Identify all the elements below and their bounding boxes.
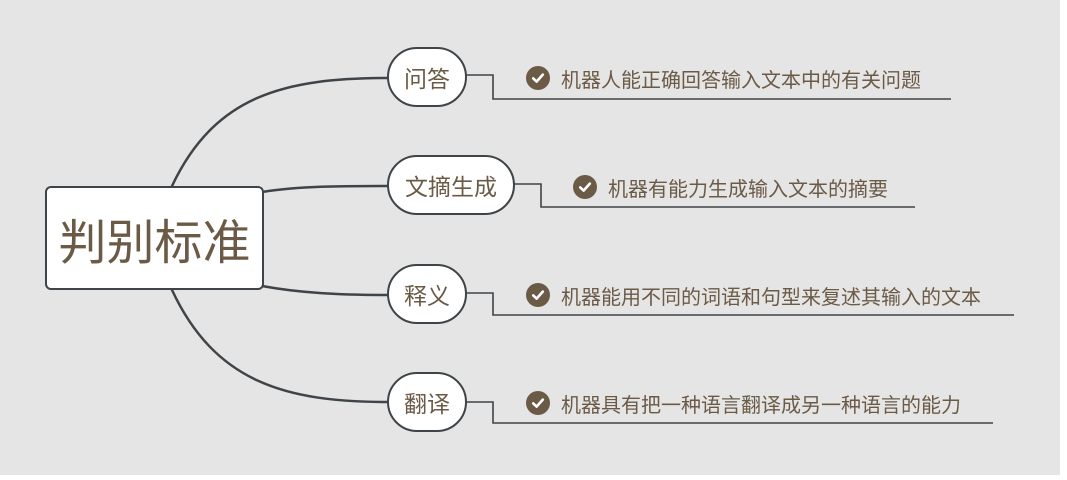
topic-label: 翻译 — [404, 392, 450, 418]
topic-node-fanyi[interactable]: 翻译 — [387, 372, 467, 432]
check-circle-icon — [573, 175, 597, 199]
leaf-line-fanyi — [466, 401, 993, 424]
leaf-line-wenda — [466, 74, 951, 100]
topic-label: 释义 — [404, 284, 450, 310]
check-circle-icon — [526, 391, 550, 415]
topic-label: 文摘生成 — [405, 175, 497, 201]
topic-node-shiyi[interactable]: 释义 — [387, 264, 467, 324]
subtopic-text: 机器具有把一种语言翻译成另一种语言的能力 — [561, 392, 961, 417]
central-topic-label: 判别标准 — [58, 215, 251, 271]
leaf-line-wenzhai — [514, 183, 915, 208]
subtopic-fanyi[interactable]: 机器具有把一种语言翻译成另一种语言的能力 — [526, 388, 961, 418]
branch-line-fanyi — [170, 288, 390, 404]
subtopic-shiyi[interactable]: 机器能用不同的词语和句型来复述其输入的文本 — [526, 280, 981, 310]
subtopic-text: 机器有能力生成输入文本的摘要 — [608, 176, 888, 201]
check-circle-icon — [526, 283, 550, 307]
topic-node-wenzhai[interactable]: 文摘生成 — [387, 155, 515, 215]
subtopic-text: 机器人能正确回答输入文本中的有关问题 — [561, 67, 921, 92]
branch-line-wenda — [170, 76, 390, 188]
central-topic[interactable]: 判别标准 — [45, 186, 264, 290]
leaf-line-shiyi — [466, 292, 1014, 316]
subtopic-wenzhai[interactable]: 机器有能力生成输入文本的摘要 — [573, 172, 888, 202]
subtopic-text: 机器能用不同的词语和句型来复述其输入的文本 — [561, 284, 981, 309]
check-circle-icon — [526, 66, 550, 90]
subtopic-wenda[interactable]: 机器人能正确回答输入文本中的有关问题 — [526, 63, 921, 93]
topic-node-wenda[interactable]: 问答 — [387, 47, 467, 107]
topic-label: 问答 — [404, 67, 450, 93]
branch-line-shiyi — [260, 284, 390, 297]
branch-line-wenzhai — [260, 184, 390, 194]
